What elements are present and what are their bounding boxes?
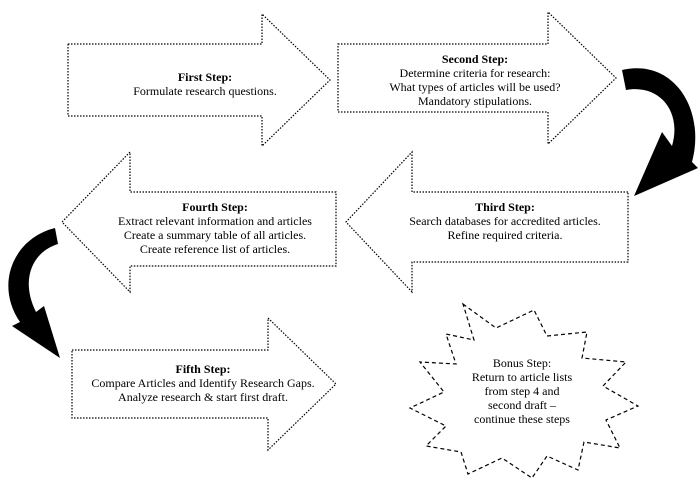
step-4-title: Fourth Step: (182, 200, 248, 214)
step-4-text: Fourth Step: Extract relevant informatio… (90, 200, 340, 256)
step-2-line: Mandatory stipulations. (418, 94, 532, 108)
step-5-line: Compare Articles and Identify Research G… (91, 376, 315, 390)
step-2-line: Determine criteria for research: (399, 66, 551, 80)
step-3-line: Search databases for accredited articles… (409, 214, 601, 228)
step-1-line: Formulate research questions. (133, 84, 277, 98)
curved-arrow-4-to-5 (8, 228, 60, 358)
step-3-line: Refine required criteria. (447, 228, 563, 242)
step-4-line: Create a summary table of all articles. (123, 228, 307, 242)
bonus-step-title: Bonus Step: (492, 356, 552, 370)
step-2-text: Second Step: Determine criteria for rese… (340, 52, 610, 108)
bonus-step-line: from step 4 and (484, 384, 560, 398)
step-5-text: Fifth Step: Compare Articles and Identif… (78, 362, 328, 404)
step-1-title: First Step: (177, 70, 233, 84)
step-4-line: Create reference list of articles. (139, 242, 291, 256)
bonus-step-line: Return to article lists (471, 370, 573, 384)
step-3-arrow-shape (345, 150, 629, 294)
step-5-line: Analyze research & start first draft. (118, 390, 288, 404)
step-2-line: What types of articles will be used? (389, 80, 561, 94)
step-5-title: Fifth Step: (175, 362, 231, 376)
curved-arrow-2-to-3 (622, 68, 698, 196)
step-4-line: Extract relevant information and article… (118, 214, 312, 228)
bonus-step-line: second draft – (488, 398, 556, 412)
bonus-step-line: continue these steps (474, 412, 570, 426)
step-1-text: First Step: Formulate research questions… (80, 70, 330, 98)
step-2-title: Second Step: (441, 52, 509, 66)
step-4-arrow-shape (61, 150, 337, 294)
bonus-starburst-shape (408, 302, 640, 479)
step-3-title: Third Step: (475, 200, 535, 214)
step-5-arrow-shape (71, 316, 337, 452)
bonus-step-text: Bonus Step: Return to article lists from… (462, 356, 582, 426)
step-3-text: Third Step: Search databases for accredi… (390, 200, 620, 242)
step-1-arrow-shape (67, 12, 331, 148)
step-2-arrow-shape (337, 10, 617, 146)
